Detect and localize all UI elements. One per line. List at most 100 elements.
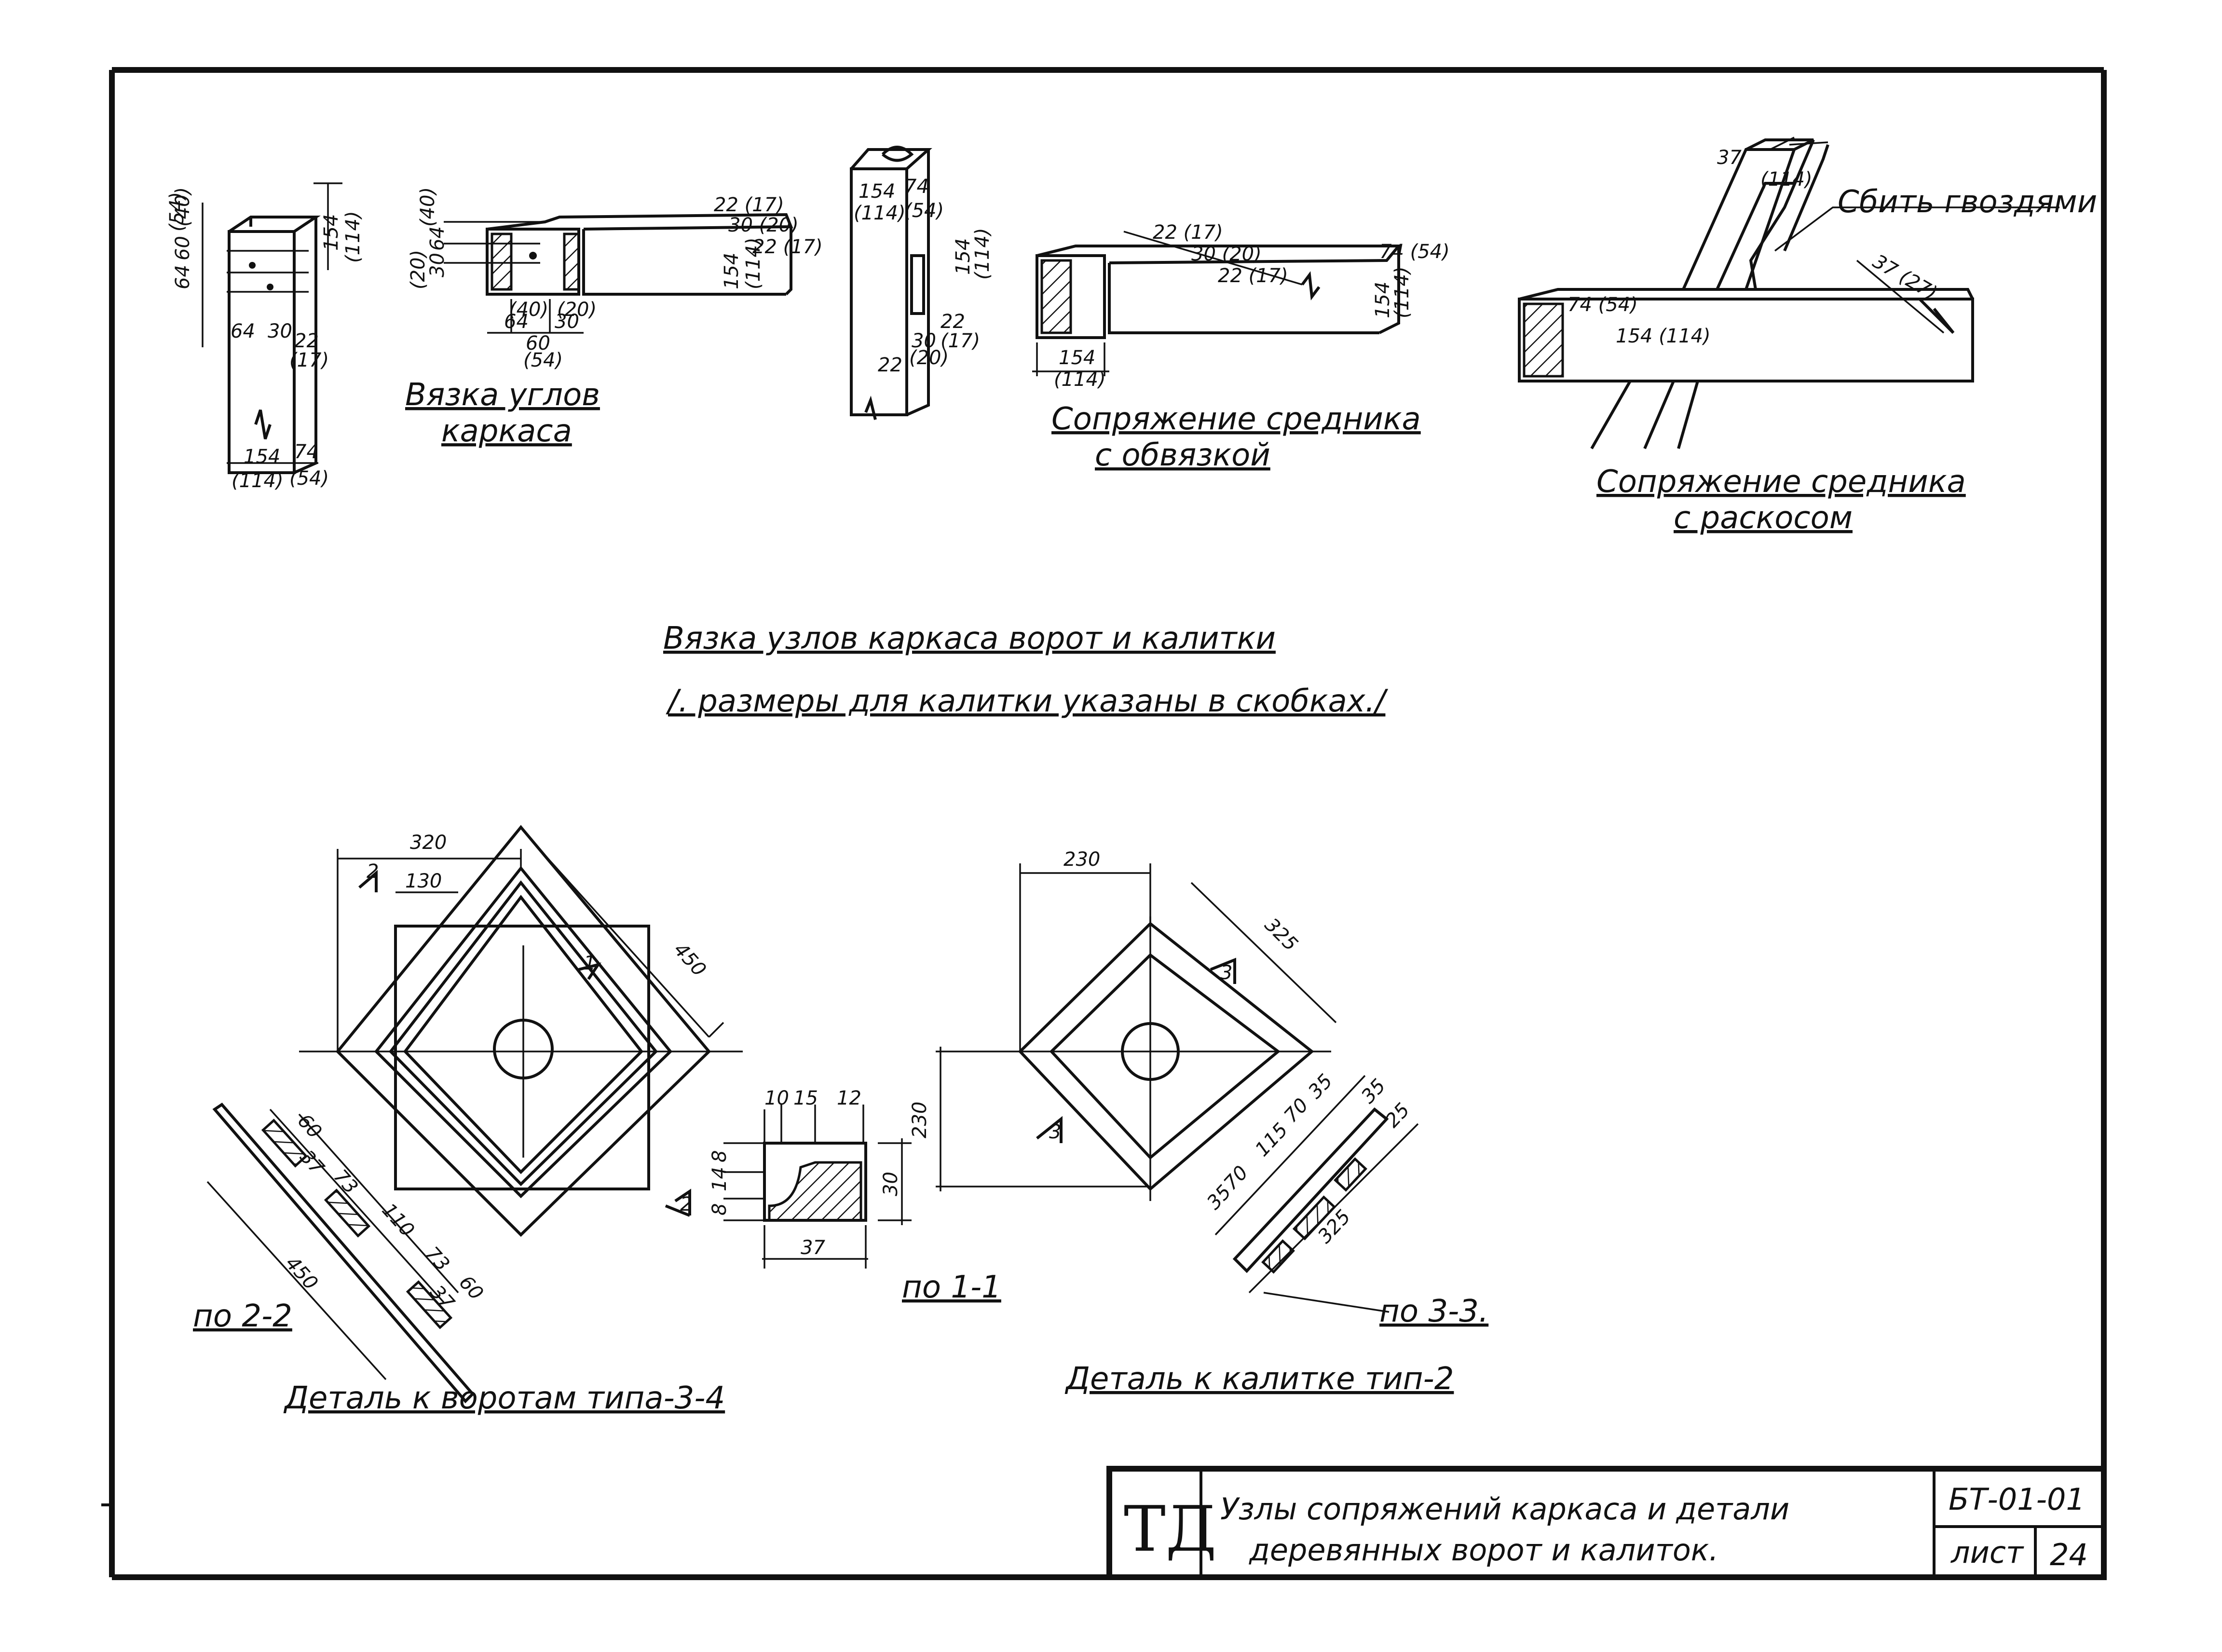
dim-label: 74: [294, 441, 319, 463]
corner-joint-sketch: [444, 213, 793, 334]
dim-label: (54): [289, 467, 329, 490]
dim-label: (17): [289, 349, 329, 371]
dim-label: 64: [504, 311, 529, 333]
mullion-brace-sketch: [1518, 137, 1974, 450]
section-mark-3b: 3: [1049, 1121, 1061, 1143]
dim-label: 14: [709, 1167, 731, 1191]
dim-label: 60: [455, 1271, 488, 1305]
dim-label: 30: [880, 1172, 902, 1196]
wicket-detail-drawing: [936, 863, 1419, 1313]
caption-mullion-rail-2: с обвязкой: [1095, 437, 1270, 473]
dim-label: 154: [244, 446, 280, 468]
dim-label: 22 (17): [1153, 221, 1223, 244]
dim-label: 22 (17): [714, 194, 784, 216]
dim-label: 73: [421, 1242, 454, 1276]
section-mark-2: 2: [367, 860, 379, 883]
section-2-2-label: по 2-2: [193, 1298, 292, 1334]
dim-label: 154: [721, 253, 743, 289]
dim-label: (114): [1054, 369, 1106, 391]
dim-label: (114): [232, 470, 284, 492]
dim-label: 74 (54): [1379, 241, 1450, 263]
dim-label: 12: [837, 1087, 861, 1109]
dim-label: (20): [407, 250, 429, 289]
dim-label: 30 (20): [728, 214, 799, 236]
section-1-1-label: по 1-1: [902, 1270, 1001, 1305]
dim-label: 8: [709, 1203, 731, 1215]
dim-label: (40): [172, 187, 194, 227]
dim-label: 22 (17): [752, 236, 823, 258]
dim-label: 37 (27): [1869, 250, 1941, 305]
section-1-1-drawing: [665, 1105, 912, 1269]
wicket-detail-caption: Деталь к калитке тип-2: [1064, 1361, 1454, 1397]
dim-label: 15: [793, 1087, 818, 1109]
dim-label: (114): [1760, 168, 1813, 191]
dim-label: (114): [971, 228, 994, 280]
dim-label: 64: [426, 226, 449, 251]
sheet-label: лист: [1950, 1535, 2024, 1570]
dim-label: (20): [909, 347, 949, 369]
dim-label: 74: [904, 176, 929, 198]
dim-label: 10: [764, 1087, 789, 1109]
dim-label: 320: [410, 832, 447, 854]
dim-label: 450: [669, 939, 710, 981]
dim-label: 30: [426, 253, 449, 277]
dim-label: (54): [166, 192, 188, 232]
dim-label: 60: [172, 236, 194, 260]
dim-label: (40): [509, 299, 548, 321]
dim-label: 154 (114): [1616, 325, 1711, 347]
dim-label: 325: [1260, 914, 1302, 956]
dim-label: 22: [941, 311, 965, 333]
dim-label: 25: [1381, 1099, 1414, 1132]
dim-label: 130: [405, 870, 442, 892]
dim-label: 35: [1304, 1070, 1337, 1103]
dim-label: 230: [909, 1102, 931, 1138]
caption-corner-joint-1: Вязка углов: [405, 377, 600, 413]
dim-label: 37: [801, 1237, 825, 1259]
gate-detail-drawing: [206, 825, 743, 1404]
dim-label: 30 (20): [1191, 243, 1262, 265]
dim-label: 154: [320, 214, 342, 251]
main-subtitle: /. размеры для калитки указаны в скобках…: [666, 683, 1389, 719]
caption-mullion-brace-2: с раскосом: [1674, 500, 1853, 536]
dim-label: 30: [912, 330, 936, 352]
dim-label: 154: [859, 180, 895, 203]
dim-label: 22 (17): [1218, 265, 1288, 287]
title-block: [1106, 1466, 2107, 1580]
dim-label: 115: [1251, 1119, 1293, 1161]
section-mark-1: 1: [584, 952, 596, 974]
section-3-3-label: по 3-3.: [1379, 1294, 1488, 1329]
dim-label: (114): [342, 211, 364, 263]
dim-label: 64: [172, 265, 194, 289]
dim-label: 154: [952, 238, 974, 275]
dim-label: 22: [878, 354, 902, 376]
dim-label: (20): [557, 299, 597, 321]
nail-note: Сбить гвоздями: [1838, 184, 2097, 220]
dim-label: (17): [941, 330, 980, 352]
drawing-code: БТ-01-01: [1949, 1482, 2085, 1517]
dim-label: (40): [417, 187, 439, 227]
dim-label: 74 (54): [1568, 294, 1638, 316]
title-block-logo: ТД: [1124, 1492, 1216, 1566]
corner-post-sketch: [202, 182, 342, 474]
section-mark-2b: 2: [680, 1193, 692, 1215]
caption-corner-joint-2: каркаса: [441, 413, 572, 449]
dim-label: 70: [1280, 1094, 1313, 1127]
sheet-number: 24: [2050, 1537, 2088, 1572]
caption-mullion-brace-1: Сопряжение средника: [1596, 464, 1966, 500]
dim-label: 22: [294, 330, 319, 352]
title-line-1: Узлы сопряжений каркаса и детали: [1220, 1491, 1789, 1527]
dim-label: (114): [742, 237, 764, 289]
dim-label: 64: [231, 320, 255, 342]
dim-label: 8: [709, 1150, 731, 1162]
caption-mullion-rail-1: Сопряжение средника: [1051, 401, 1421, 437]
mortise-post-sketch: [850, 146, 932, 420]
gate-detail-caption: Деталь к воротам типа-3-4: [283, 1380, 725, 1416]
dim-label: 154: [1059, 347, 1095, 369]
dim-label: 30: [555, 311, 579, 333]
mullion-rail-sketch: [1032, 231, 1402, 376]
dim-label: (114): [1391, 266, 1413, 318]
dim-label: 450: [281, 1252, 322, 1295]
dim-label: 230: [1063, 848, 1100, 871]
dim-label: 37: [1717, 147, 1742, 169]
